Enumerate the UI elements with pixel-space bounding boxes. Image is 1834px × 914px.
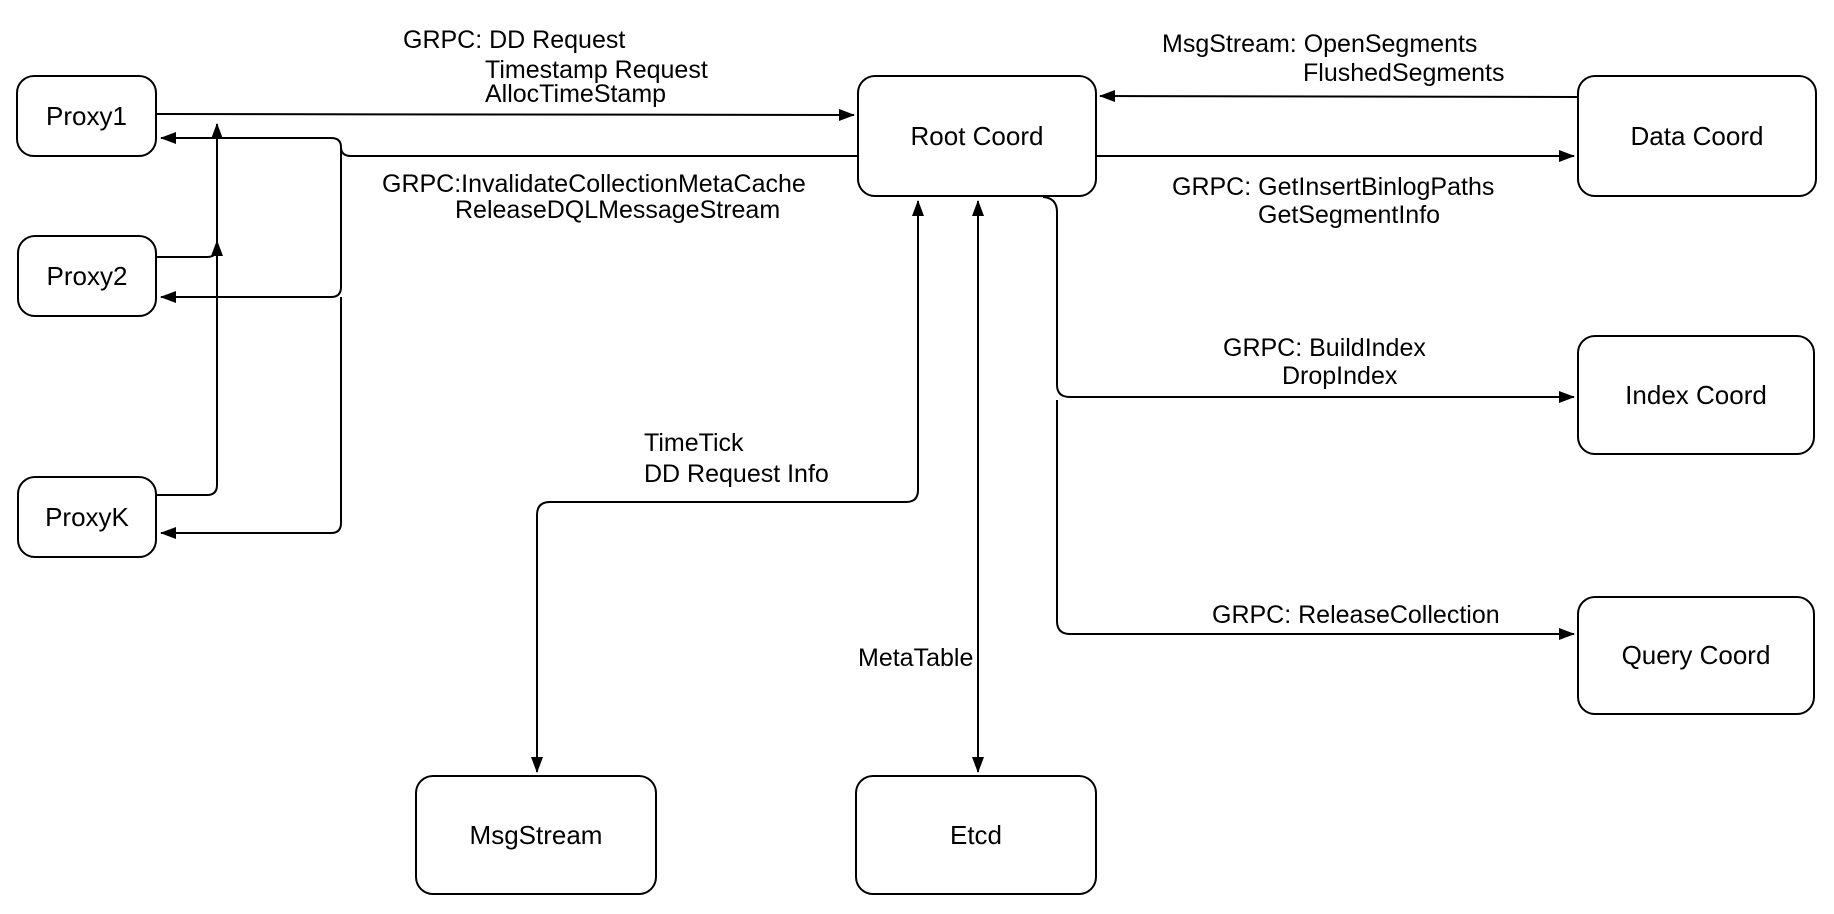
edge-proxy2-merge-line (157, 240, 223, 258)
edge-root-coord-to-proxy1 (160, 132, 857, 157)
edge-proxyk-merge-line (157, 123, 223, 496)
node-msgstream: MsgStream (415, 775, 657, 895)
node-index-coord-label: Index Coord (1625, 379, 1767, 410)
edge-label-flushedsegments: FlushedSegments (1303, 59, 1505, 87)
edge-label-grpc-dd-request: GRPC: DD Request (403, 26, 626, 54)
edge-root-coord-to-index-coord (1042, 196, 1575, 403)
edge-label-releasecollection: GRPC: ReleaseCollection (1212, 601, 1500, 629)
edge-root-coord-to-proxyk (160, 297, 342, 539)
node-data-coord: Data Coord (1577, 75, 1817, 197)
node-root-coord-label: Root Coord (910, 120, 1044, 151)
edge-label-getsegmentinfo: GetSegmentInfo (1258, 201, 1441, 229)
node-etcd: Etcd (855, 775, 1097, 895)
node-data-coord-label: Data Coord (1630, 120, 1764, 151)
edge-label-timetick: TimeTick (644, 429, 744, 457)
node-query-coord: Query Coord (1577, 596, 1815, 715)
edge-label-metatable: MetaTable (858, 644, 974, 672)
edge-data-coord-to-root-coord (1099, 90, 1578, 103)
node-proxyk-label: ProxyK (45, 501, 129, 532)
edge-root-coord-to-msgstream (531, 200, 924, 773)
edge-label-dropindex: DropIndex (1282, 362, 1398, 390)
edge-proxy1-to-root-coord (156, 108, 855, 121)
edge-root-coord-to-query-coord (1056, 400, 1575, 640)
edge-label-invalidate-collection-meta-cache: GRPC:InvalidateCollectionMetaCache (382, 170, 806, 198)
node-proxy1-label: Proxy1 (46, 100, 127, 131)
node-proxyk: ProxyK (17, 476, 157, 558)
edge-root-coord-to-proxy2 (160, 147, 342, 303)
node-msgstream-label: MsgStream (469, 819, 603, 850)
node-proxy2-label: Proxy2 (46, 260, 128, 291)
node-etcd-label: Etcd (949, 819, 1003, 850)
edge-label-msgstream-opensegments: MsgStream: OpenSegments (1162, 30, 1478, 58)
node-proxy2: Proxy2 (17, 235, 157, 317)
node-query-coord-label: Query Coord (1621, 640, 1771, 670)
node-proxy1: Proxy1 (16, 75, 157, 157)
node-index-coord: Index Coord (1577, 335, 1815, 455)
edge-label-getinsertbinlogpaths: GRPC: GetInsertBinlogPaths (1172, 173, 1495, 201)
node-root-coord: Root Coord (857, 75, 1097, 197)
edge-label-timestamp-request: Timestamp Request (485, 56, 708, 84)
edge-label-buildindex: GRPC: BuildIndex (1223, 334, 1426, 362)
edge-label-dd-request-info: DD Request Info (644, 460, 829, 488)
edge-label-release-dql-message-stream: ReleaseDQLMessageStream (455, 196, 781, 224)
edge-label-alloctimestamp: AllocTimeStamp (485, 80, 667, 108)
